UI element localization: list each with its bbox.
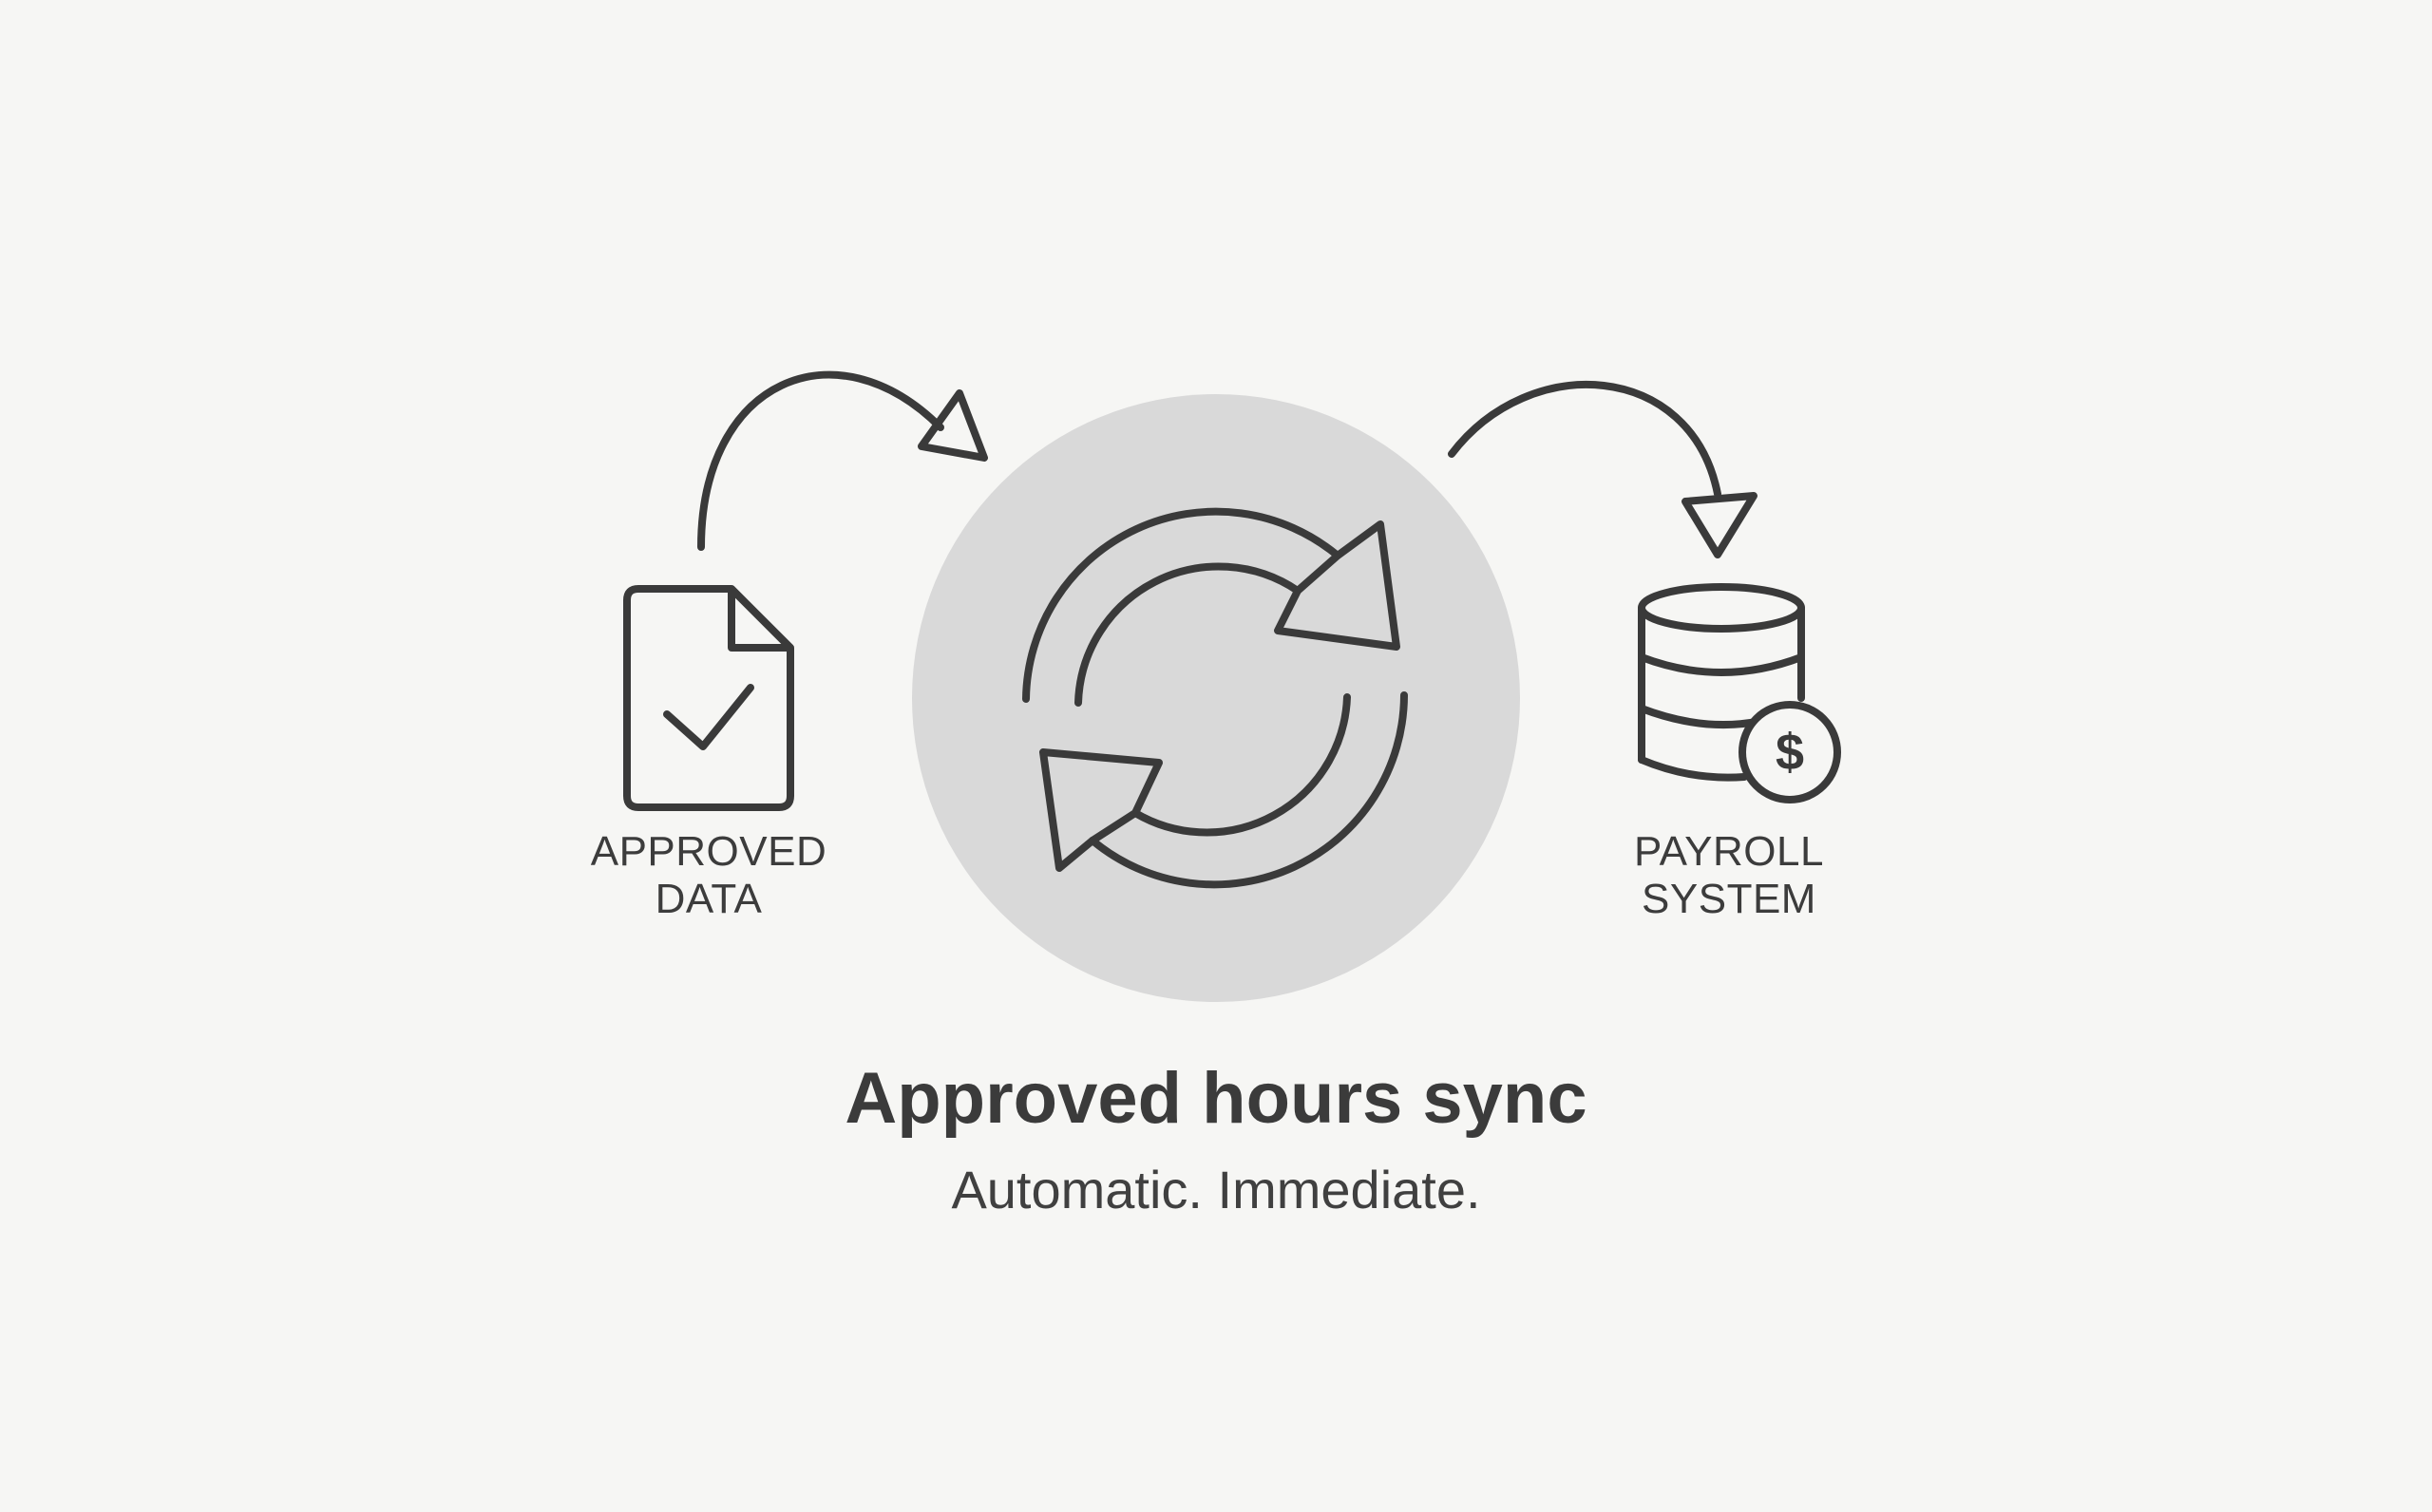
caption-title: Approved hours sync (845, 1058, 1587, 1139)
database-dollar-icon: $ (1638, 583, 1841, 803)
center-circle (912, 394, 1520, 1002)
target-node-label: PAYROLL SYSTEM (1634, 828, 1824, 922)
source-node-label: APPROVED DATA (590, 828, 827, 922)
caption-subtitle: Automatic. Immediate. (951, 1160, 1481, 1219)
svg-text:$: $ (1776, 724, 1804, 781)
document-check-icon (623, 585, 794, 811)
curved-arrow-icon (697, 370, 988, 551)
curved-arrow-icon (1448, 380, 1758, 558)
sync-icon (1022, 507, 1408, 889)
